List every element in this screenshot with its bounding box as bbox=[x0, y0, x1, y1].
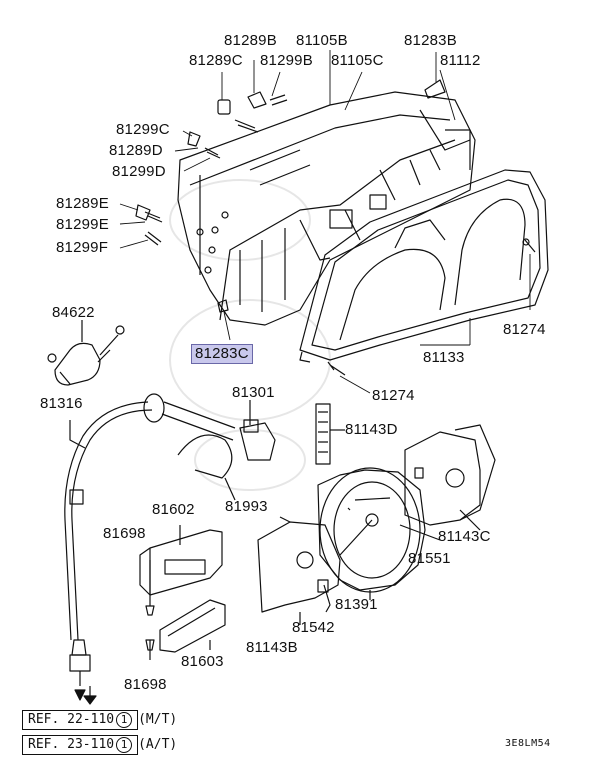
watermark bbox=[169, 179, 331, 491]
part-label[interactable]: 81274 bbox=[372, 387, 415, 404]
part-label[interactable]: 81283B bbox=[404, 32, 457, 49]
part-label[interactable]: 81105C bbox=[331, 52, 384, 69]
part-label[interactable]: 81698 bbox=[103, 525, 146, 542]
rear-housing bbox=[177, 91, 476, 326]
part-label[interactable]: 81143C bbox=[438, 528, 491, 545]
part-label[interactable]: 84622 bbox=[52, 304, 95, 321]
band-81993 bbox=[177, 434, 236, 501]
bracket-81603 bbox=[159, 599, 226, 653]
gauge-plate-81143C bbox=[404, 424, 496, 531]
part-label[interactable]: 81289B bbox=[224, 32, 277, 49]
part-label[interactable]: 81301 bbox=[232, 384, 275, 401]
clip-81542 bbox=[323, 584, 331, 613]
part-label[interactable]: 81112 bbox=[440, 52, 481, 69]
part-label[interactable]: 81143D bbox=[345, 421, 398, 438]
speedometer-cable-81316 bbox=[64, 393, 236, 701]
part-label[interactable]: 81143B bbox=[246, 639, 298, 656]
part-label[interactable]: 81289E bbox=[56, 195, 109, 212]
part-label[interactable]: 81551 bbox=[408, 550, 451, 567]
part-label[interactable]: 81299C bbox=[116, 121, 170, 138]
needle-81551 bbox=[399, 524, 441, 541]
part-label[interactable]: 81299B bbox=[260, 52, 313, 69]
part-label[interactable]: 81299D bbox=[112, 163, 166, 180]
part-label[interactable]: 81133 bbox=[423, 349, 465, 366]
part-label[interactable]: 81289C bbox=[189, 52, 243, 69]
connector-81143D bbox=[315, 403, 345, 465]
part-label[interactable]: 81993 bbox=[225, 498, 268, 515]
part-label[interactable]: 81274 bbox=[503, 321, 546, 338]
part-label[interactable]: 81299E bbox=[56, 216, 109, 233]
tripmeter-81602 bbox=[139, 525, 223, 596]
gauge-plate-81143B bbox=[257, 516, 341, 625]
diagram-code: 3E8LM54 bbox=[505, 738, 551, 749]
part-label[interactable]: 81603 bbox=[181, 653, 224, 670]
part-label[interactable]: 81289D bbox=[109, 142, 163, 159]
screw-81698 bbox=[145, 560, 155, 660]
socket-81301 bbox=[239, 400, 276, 461]
part-label[interactable]: 81299F bbox=[56, 239, 109, 256]
resistor-84622 bbox=[47, 320, 125, 386]
leader-lines bbox=[119, 50, 531, 394]
screw-81274 bbox=[327, 239, 536, 376]
part-label[interactable]: 81391 bbox=[335, 596, 378, 613]
bulbs-and-sockets bbox=[135, 79, 446, 313]
part-label[interactable]: 81316 bbox=[40, 395, 83, 412]
part-label[interactable]: 81602 bbox=[152, 501, 195, 518]
part-label[interactable]: 81698 bbox=[124, 676, 167, 693]
part-label[interactable]: 81105B bbox=[296, 32, 348, 49]
part-label-highlighted[interactable]: 81283C bbox=[191, 344, 253, 364]
ref-arrow bbox=[83, 686, 97, 705]
part-label[interactable]: 81542 bbox=[292, 619, 335, 636]
meter-hood-lens bbox=[299, 169, 549, 363]
speedometer-dial-81391 bbox=[317, 467, 426, 600]
